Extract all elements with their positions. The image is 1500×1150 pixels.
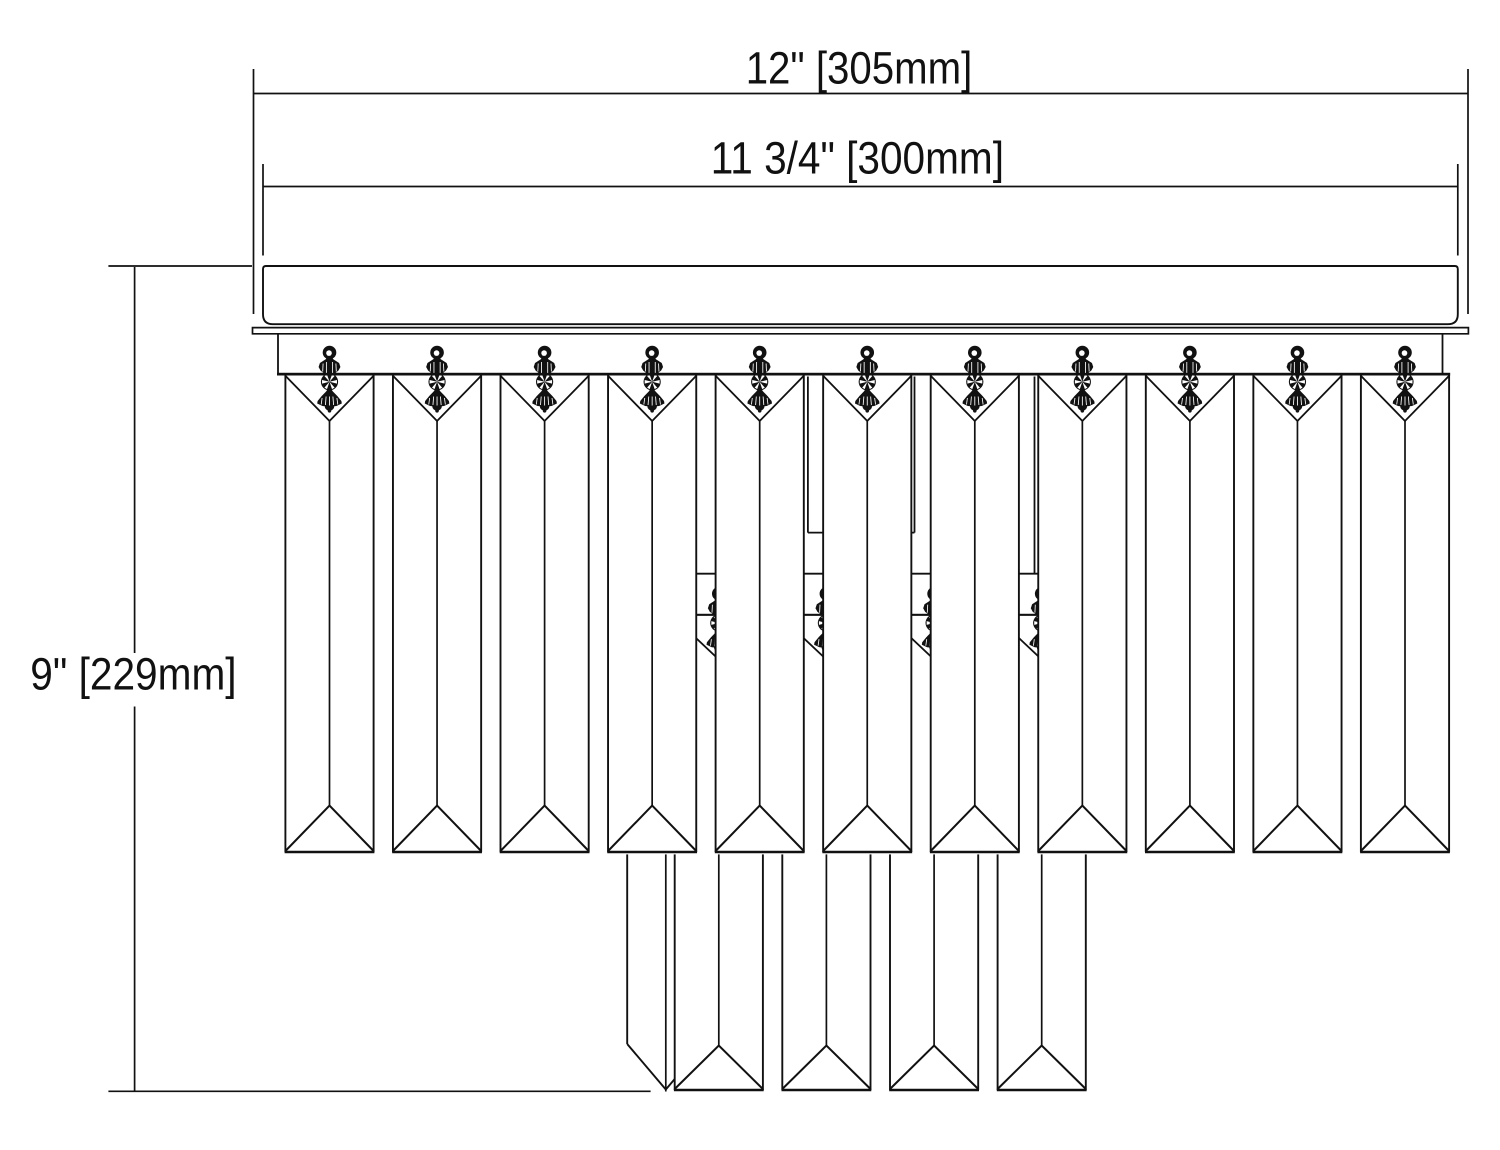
svg-text:9" [229mm]: 9" [229mm]	[30, 649, 236, 700]
svg-text:12" [305mm]: 12" [305mm]	[746, 43, 973, 94]
svg-text:11 3/4" [300mm]: 11 3/4" [300mm]	[711, 132, 1004, 183]
